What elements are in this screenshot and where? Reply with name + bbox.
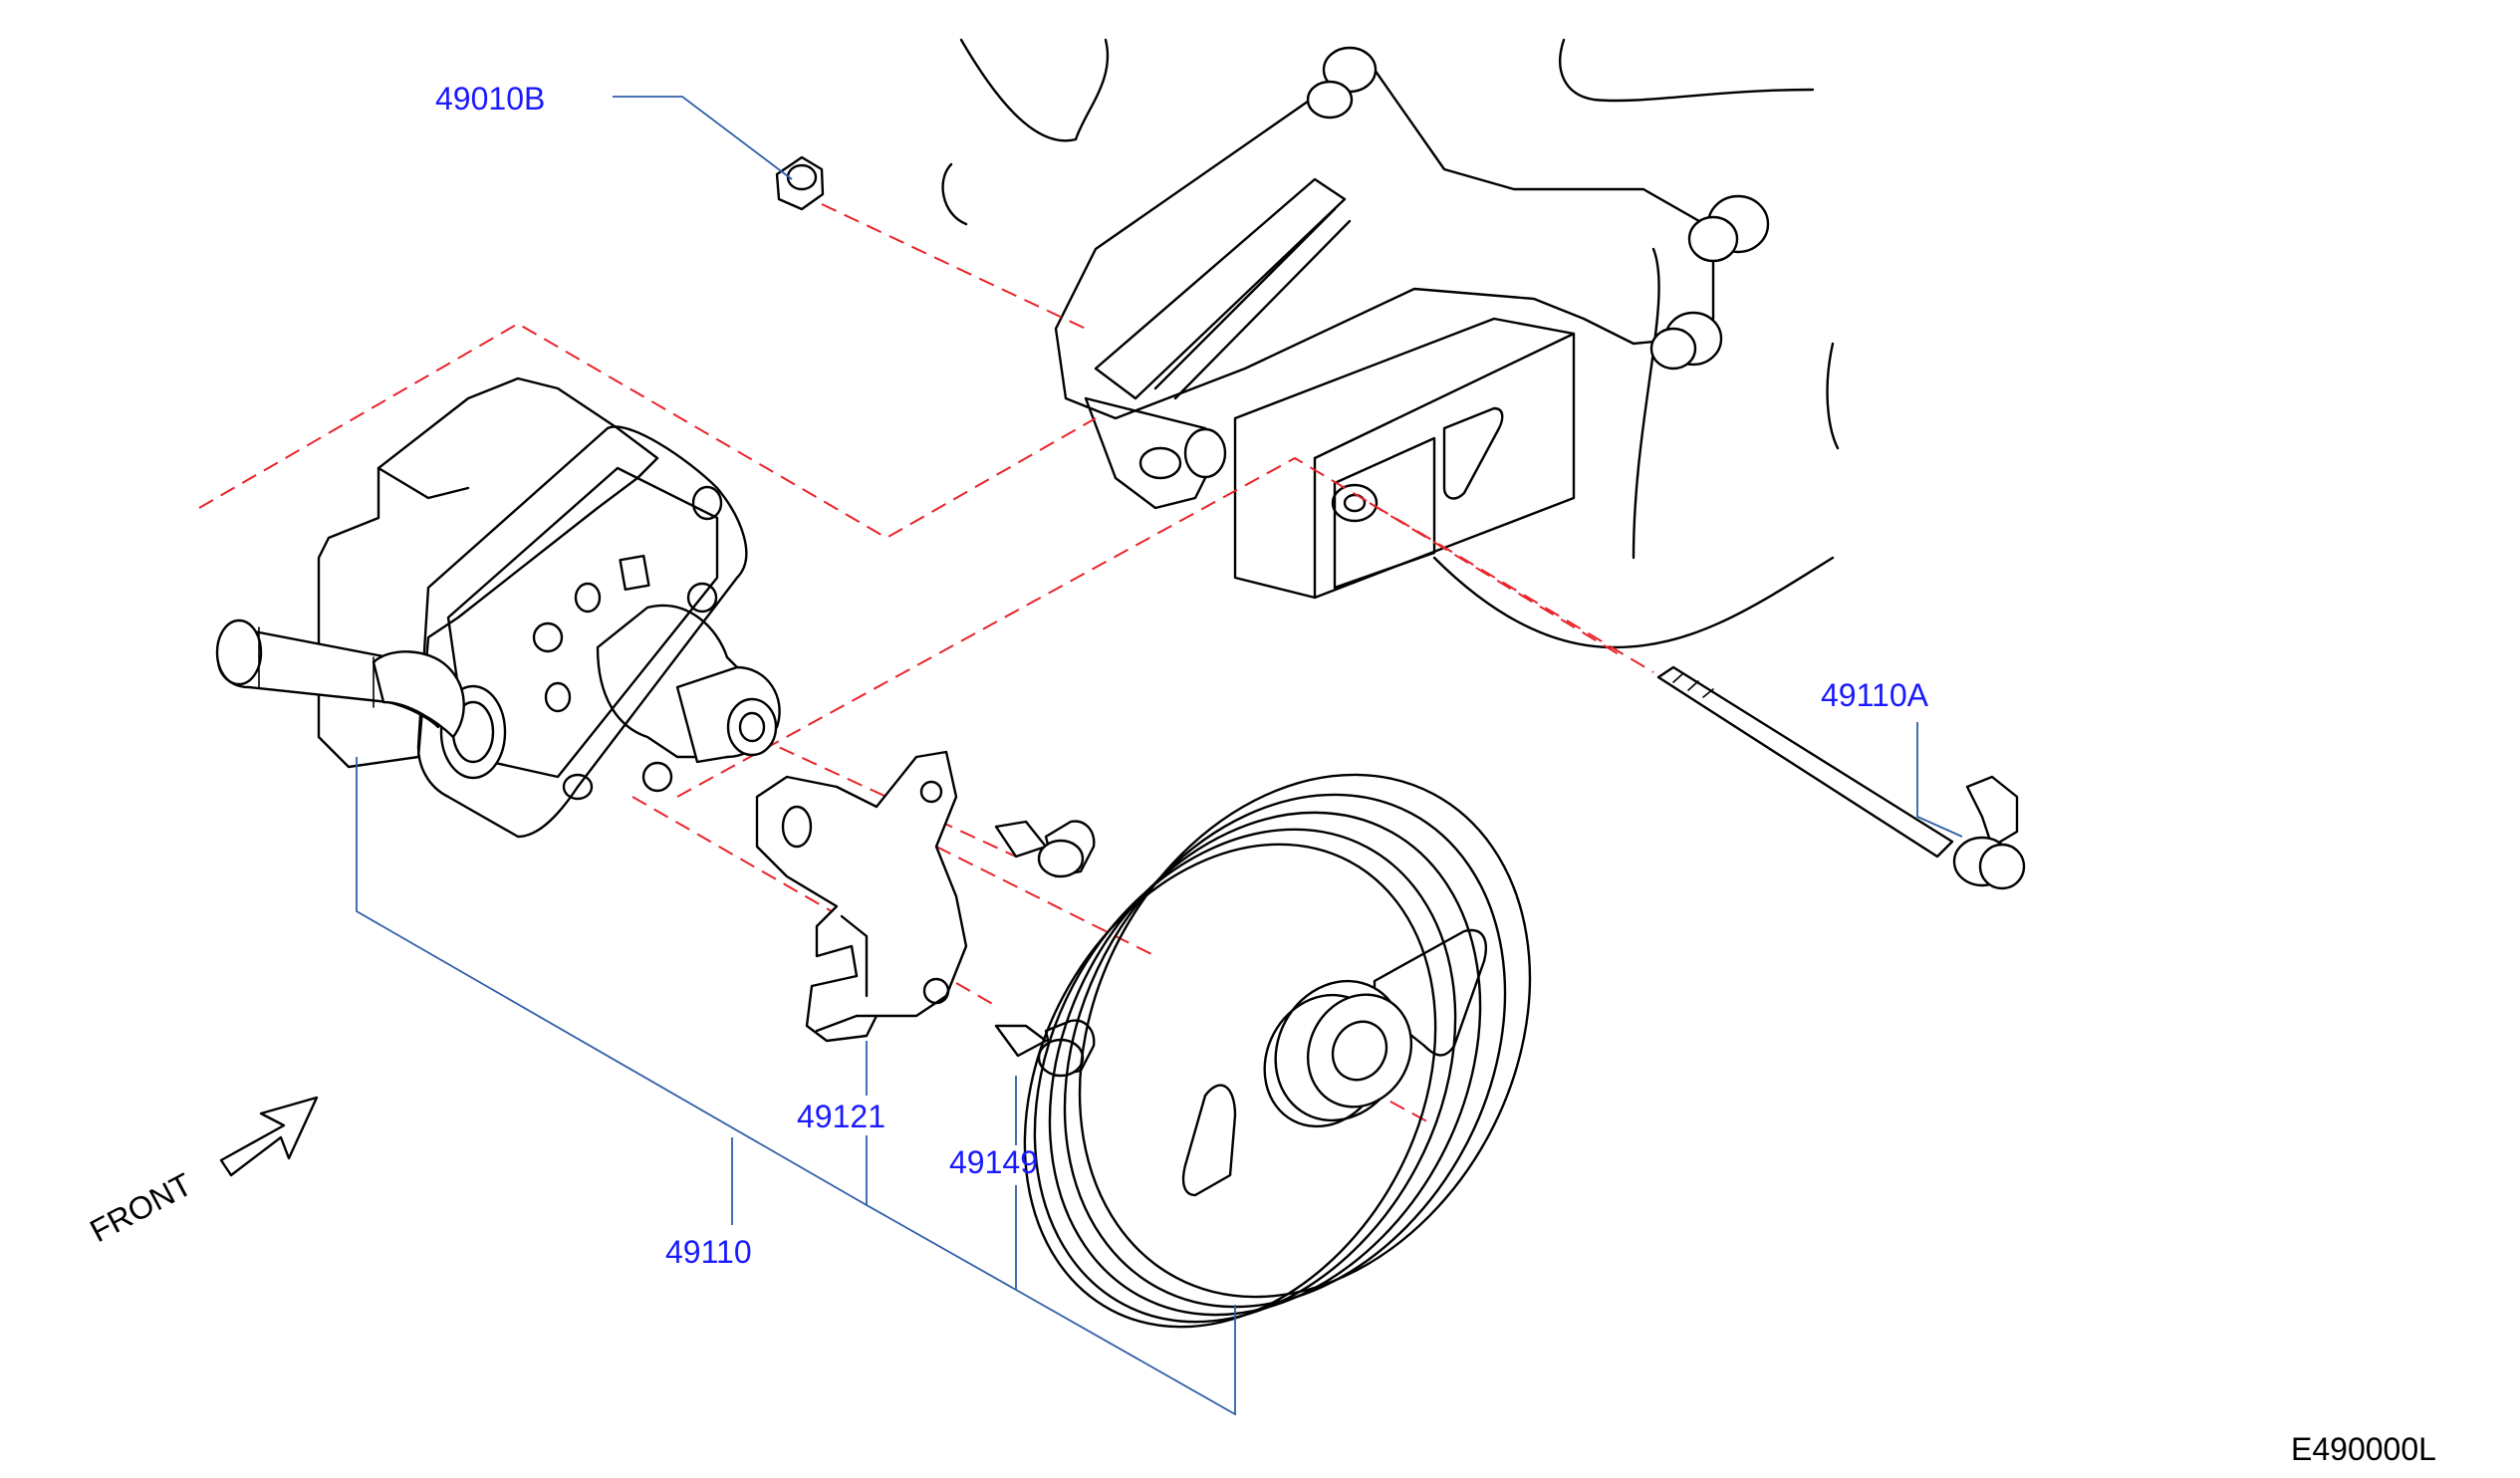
bracket-bolt-head xyxy=(1649,311,1723,370)
front-label: FRONT xyxy=(84,1166,197,1250)
engine-mount-bracket xyxy=(941,38,1840,649)
bracket-bolt-head xyxy=(1306,46,1378,120)
bolt-short-upper xyxy=(994,820,1096,878)
drawing-code: E490000L xyxy=(2291,1431,2436,1467)
front-direction-arrow-icon xyxy=(219,1096,319,1177)
power-steering-pump xyxy=(215,376,781,839)
bracket-bolt-head xyxy=(1687,194,1770,263)
callout-49110a: 49110A xyxy=(1821,677,1929,713)
bolt-long xyxy=(1656,665,2026,890)
bracket-part xyxy=(755,750,968,1043)
leader-lines xyxy=(356,96,1963,1416)
callout-49110: 49110 xyxy=(665,1234,752,1270)
bolt-short-lower xyxy=(994,1019,1096,1078)
nut-part xyxy=(775,155,825,211)
pulley xyxy=(1023,773,1532,1329)
bracket-bolt-head xyxy=(1183,427,1227,479)
callout-49010b: 49010B xyxy=(435,81,545,117)
callout-49121: 49121 xyxy=(797,1099,885,1134)
callout-49149: 49149 xyxy=(949,1144,1038,1180)
